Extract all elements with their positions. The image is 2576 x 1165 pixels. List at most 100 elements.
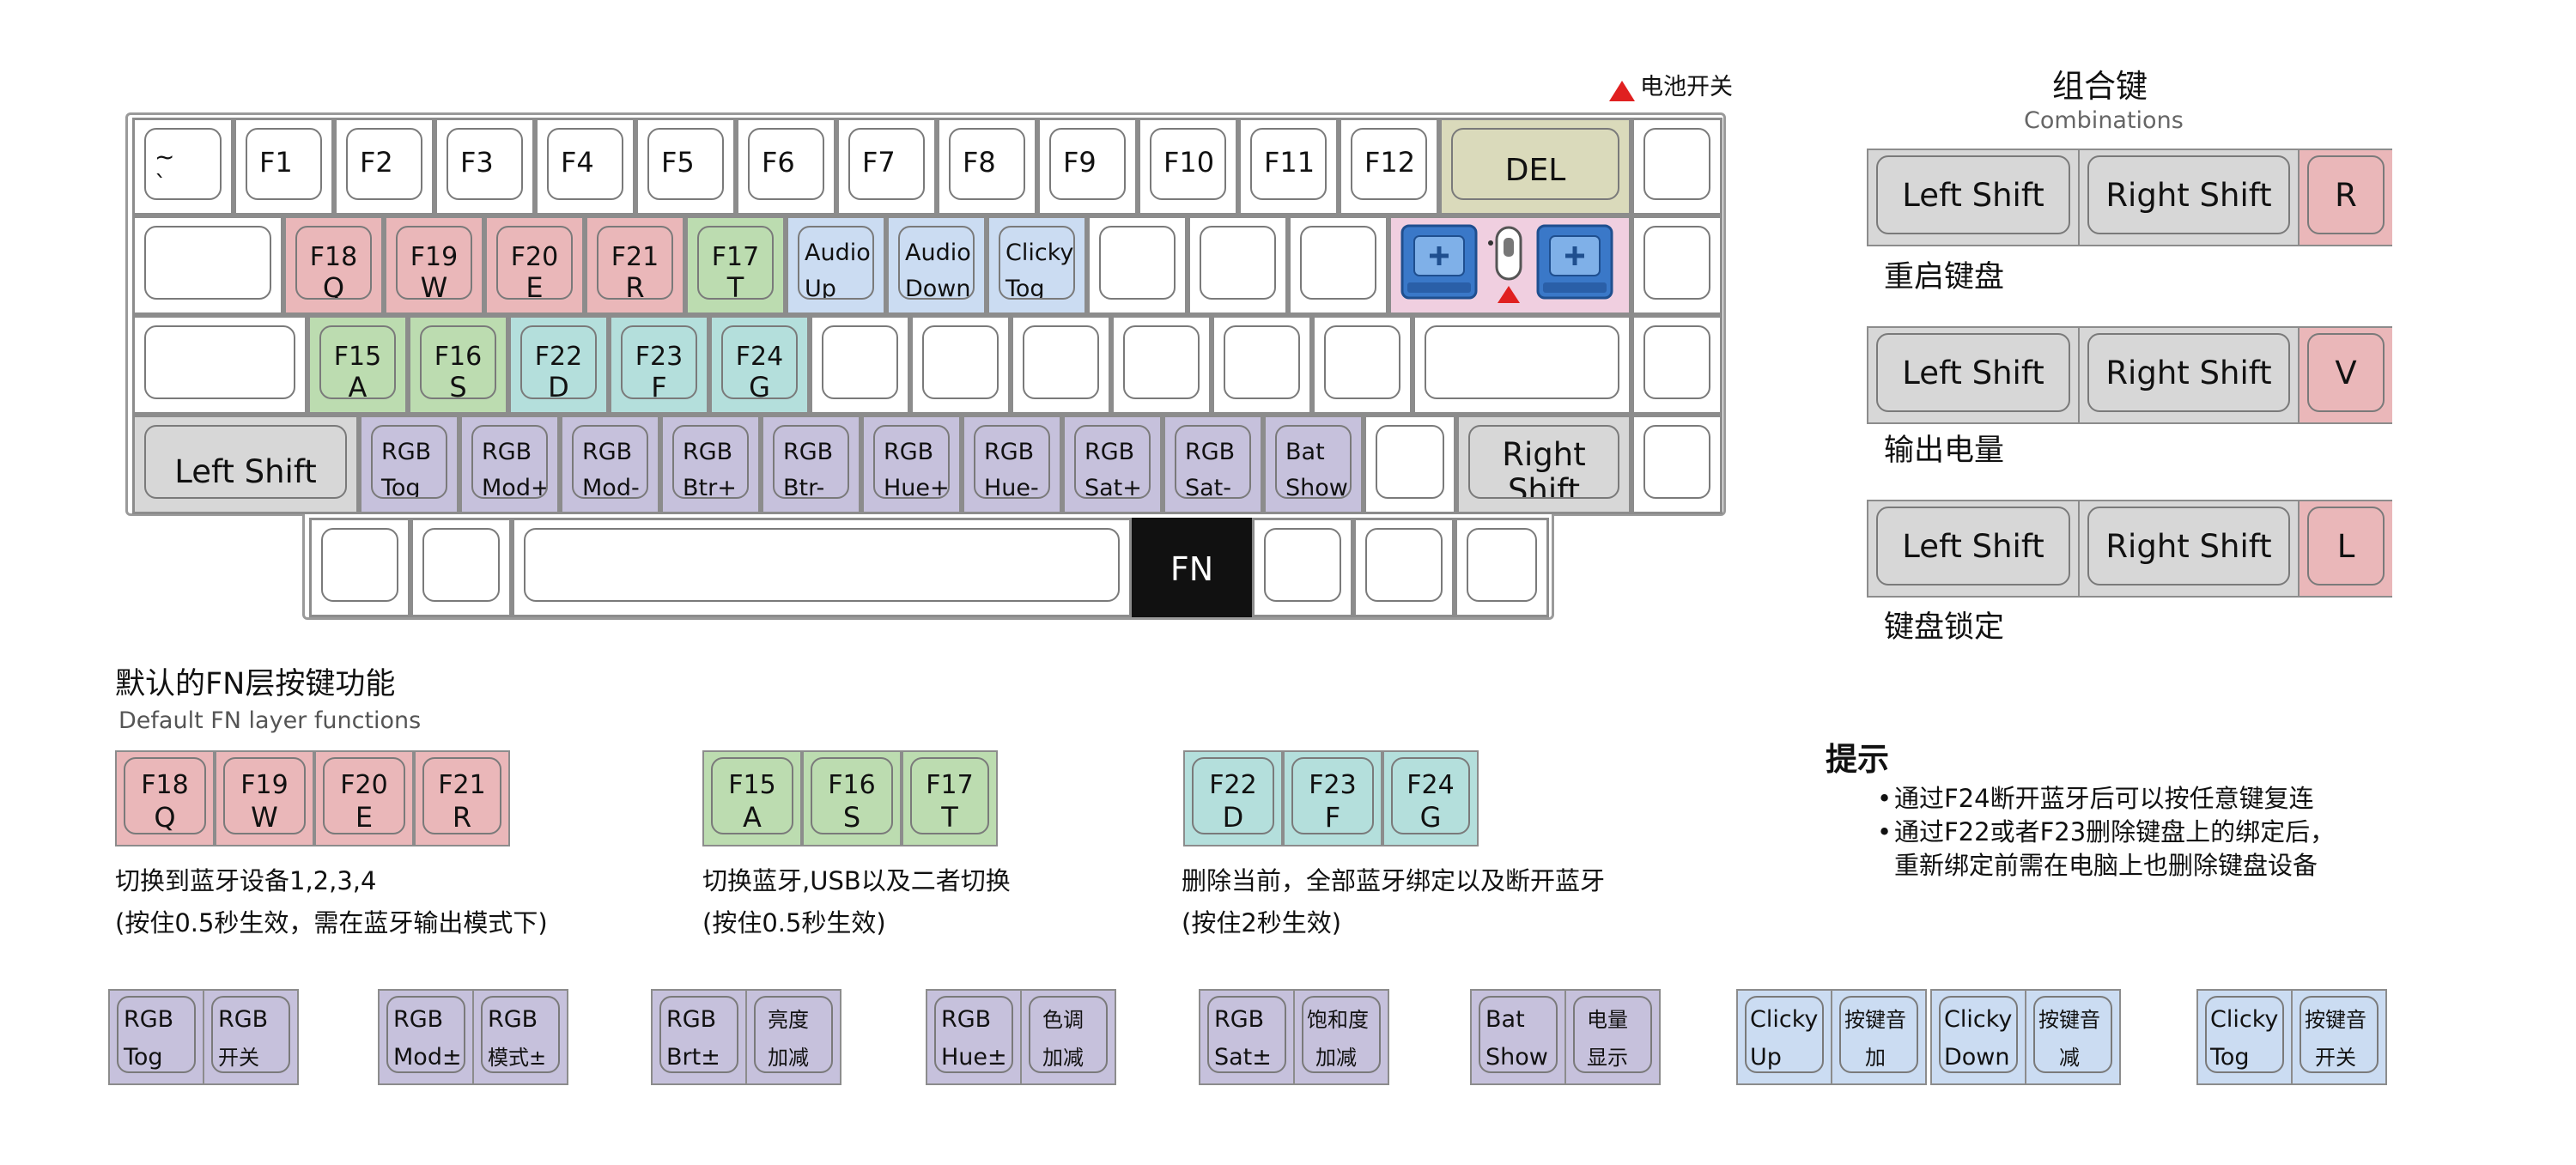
key-semicolon[interactable]	[1212, 315, 1312, 415]
key-label: F19	[240, 770, 289, 800]
key-label: Hue-	[984, 475, 1039, 499]
key-row1-right[interactable]	[1631, 118, 1722, 215]
battery-switch-area	[1388, 215, 1631, 315]
key-f7[interactable]: F7	[836, 118, 937, 215]
key-label: F24	[1406, 770, 1455, 800]
warning-triangle-icon	[1609, 81, 1635, 101]
key-f11[interactable]: F11	[1238, 118, 1339, 215]
key-right-alt[interactable]	[1252, 518, 1353, 617]
key-right-ctrl[interactable]	[1455, 518, 1549, 617]
key-label: 加减	[768, 1046, 809, 1070]
key-row3-right[interactable]	[1631, 315, 1722, 415]
tips-item: 重新绑定前需在电脑上也删除键盘设备	[1894, 851, 2318, 880]
key-label: Tog	[2210, 1044, 2250, 1071]
key-label: F15	[728, 770, 776, 800]
key-o[interactable]	[1087, 215, 1188, 315]
key-label: F7	[862, 146, 896, 179]
tips-bullet: •	[1877, 817, 1893, 846]
key-label: F18	[309, 242, 358, 272]
key-l[interactable]	[1111, 315, 1212, 415]
combo-key: L	[2300, 501, 2392, 596]
combinations-subtitle: Combinations	[2024, 107, 2184, 134]
key-tilde[interactable]: ~ `	[132, 118, 234, 215]
key-alt[interactable]	[410, 518, 512, 617]
key-rgb-btr-plus[interactable]: RGB Btr+	[660, 415, 761, 514]
key-caps[interactable]	[132, 315, 307, 415]
key-label: Shift	[1507, 472, 1581, 499]
key-label: RGB	[482, 439, 532, 465]
key-p[interactable]	[1188, 215, 1288, 315]
key-f8[interactable]: F8	[937, 118, 1037, 215]
key-row4-right[interactable]	[1631, 415, 1722, 514]
key-f5[interactable]: F5	[635, 118, 736, 215]
key-label: E	[526, 271, 544, 300]
key-f12[interactable]: F12	[1339, 118, 1439, 215]
key-slash[interactable]	[1364, 415, 1456, 514]
key-f10[interactable]: F10	[1138, 118, 1238, 215]
key-f6[interactable]: F6	[736, 118, 836, 215]
key-f4[interactable]: F4	[535, 118, 635, 215]
tips-item: 通过F22或者F23删除键盘上的绑定后，	[1894, 817, 2336, 846]
key-label: FN	[1170, 550, 1214, 588]
key-left-shift[interactable]: Left Shift	[132, 415, 359, 514]
key-ctrl[interactable]	[309, 518, 410, 617]
key-label: Btr+	[683, 475, 737, 499]
key-del[interactable]: DEL	[1439, 118, 1631, 215]
key-bracket[interactable]	[1288, 215, 1388, 315]
key-space[interactable]	[512, 518, 1132, 617]
key-enter[interactable]	[1413, 315, 1631, 415]
key-j[interactable]	[910, 315, 1011, 415]
key-label: 按键音	[1844, 1008, 1906, 1032]
key-label: 色调	[1042, 1008, 1084, 1032]
key-fn[interactable]: FN	[1132, 518, 1252, 617]
key-menu[interactable]	[1353, 518, 1455, 617]
key-label: RGB	[381, 439, 432, 465]
key-quote[interactable]	[1312, 315, 1413, 415]
key-tab[interactable]	[132, 215, 283, 315]
key-label: F22	[534, 342, 583, 372]
key-k[interactable]	[1011, 315, 1111, 415]
key-f1[interactable]: F1	[234, 118, 334, 215]
key-label: Audio	[905, 240, 971, 266]
key-label: Clicky	[1005, 240, 1074, 266]
key-f2[interactable]: F2	[334, 118, 434, 215]
key-f3[interactable]: F3	[434, 118, 535, 215]
key-f9[interactable]: F9	[1037, 118, 1138, 215]
key-label: F	[651, 371, 667, 399]
fn-group-note: (按住0.5秒生效)	[702, 908, 886, 937]
key-label: F18	[141, 770, 189, 800]
key-row2-right[interactable]	[1631, 215, 1722, 315]
key-label: RGB	[683, 439, 733, 465]
key-h[interactable]	[810, 315, 910, 415]
tips-title: 提示	[1826, 741, 1889, 778]
